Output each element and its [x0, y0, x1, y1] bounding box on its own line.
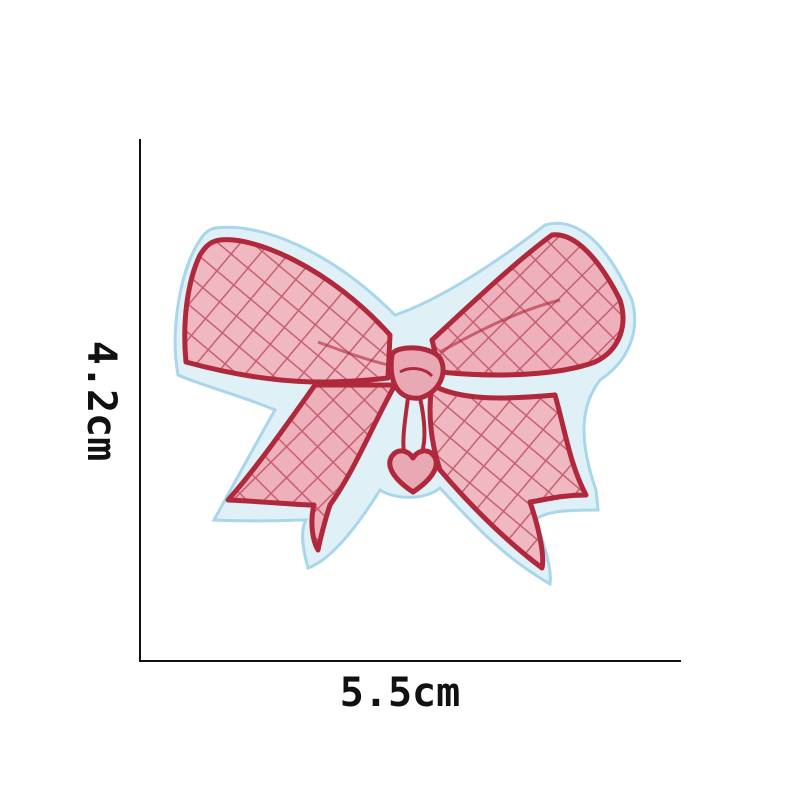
width-label: 5.5cm	[339, 670, 461, 716]
right-wing	[429, 232, 626, 378]
left-wing	[182, 237, 393, 385]
right-tail	[427, 382, 589, 571]
stitch-line	[317, 340, 389, 367]
height-label: 4.2cm	[78, 340, 124, 462]
stitch-line	[439, 298, 561, 354]
bow-knot	[388, 345, 446, 401]
width-dimension-line	[139, 660, 681, 662]
height-dimension-line	[139, 139, 141, 662]
left-tail	[225, 382, 398, 553]
heart-charm	[387, 397, 439, 495]
